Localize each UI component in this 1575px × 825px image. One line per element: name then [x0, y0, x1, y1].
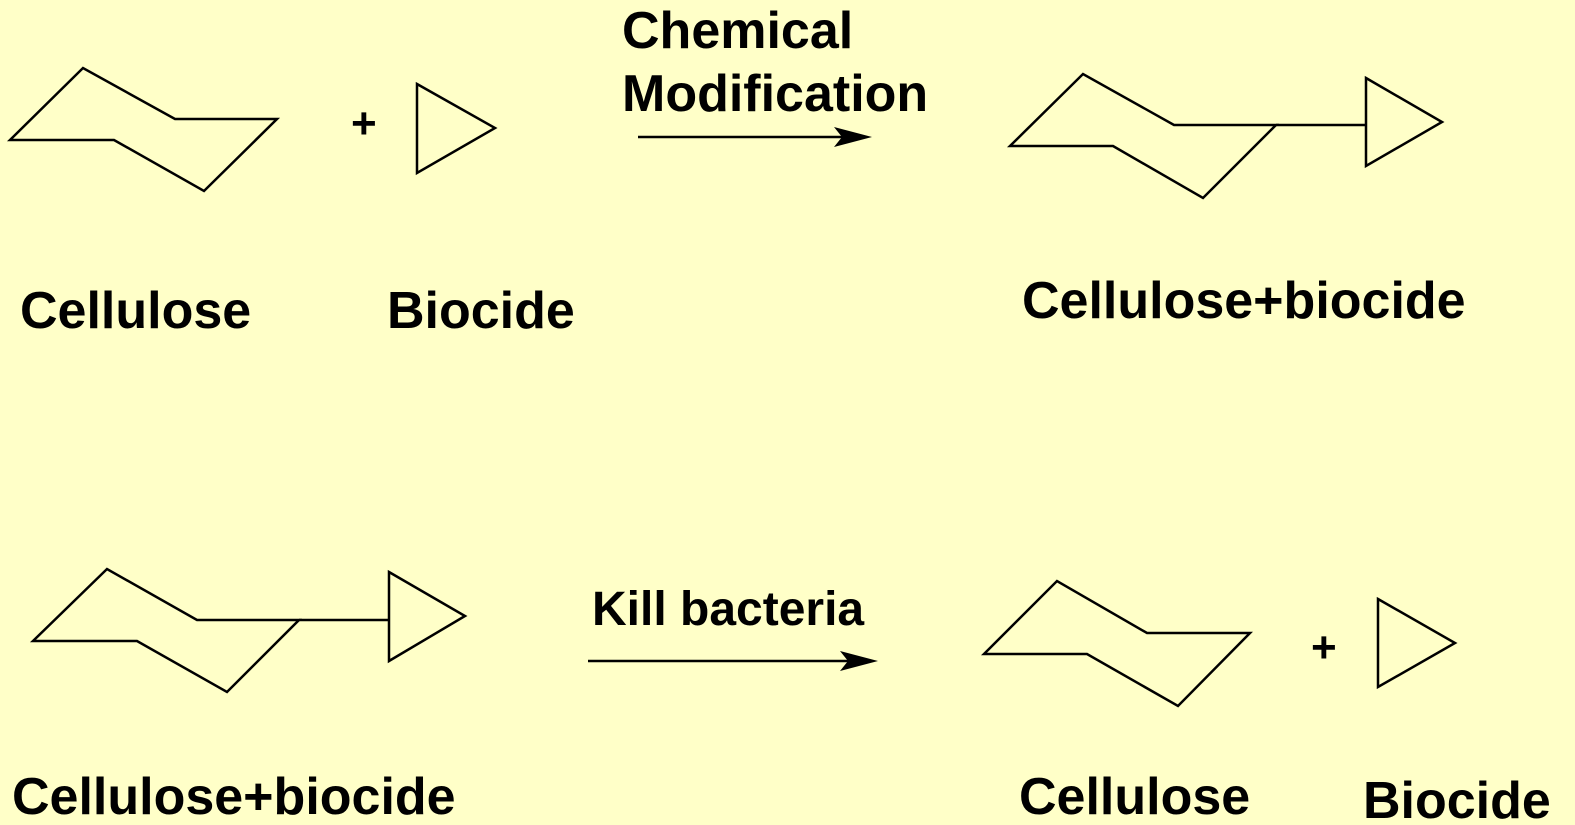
- plus-sign: +: [351, 99, 377, 148]
- biocide-triangle-icon: [415, 81, 498, 176]
- arrow-label-kill-bacteria: Kill bacteria: [592, 583, 864, 636]
- arrow-label-modification: Modification: [622, 65, 928, 123]
- biocide-label-2: Biocide: [1363, 772, 1551, 825]
- plus-sign-2: +: [1311, 623, 1337, 672]
- cellulose-biocide-product-icon: [1006, 72, 1445, 200]
- cellulose-ring-2-icon: [980, 579, 1253, 708]
- reaction-arrow-icon: [638, 127, 872, 147]
- biocide-label: Biocide: [387, 282, 575, 340]
- reaction-2: Cellulose+biocide Kill bacteria Cellulos…: [12, 567, 1551, 825]
- cellulose-label: Cellulose: [20, 282, 251, 340]
- biocide-triangle-2-icon: [1376, 596, 1458, 690]
- cellulose-biocide-label: Cellulose+biocide: [1022, 272, 1466, 330]
- cellulose-ring-icon: [6, 66, 281, 193]
- cellulose-biocide-label-2: Cellulose+biocide: [12, 768, 456, 825]
- reaction-arrow-2-icon: [588, 651, 878, 671]
- reaction-1: Cellulose + Biocide Chemical Modificatio…: [6, 2, 1466, 340]
- cellulose-biocide-reactant-icon: [29, 567, 468, 694]
- arrow-label-chemical: Chemical: [622, 2, 853, 60]
- cellulose-label-2: Cellulose: [1019, 768, 1250, 825]
